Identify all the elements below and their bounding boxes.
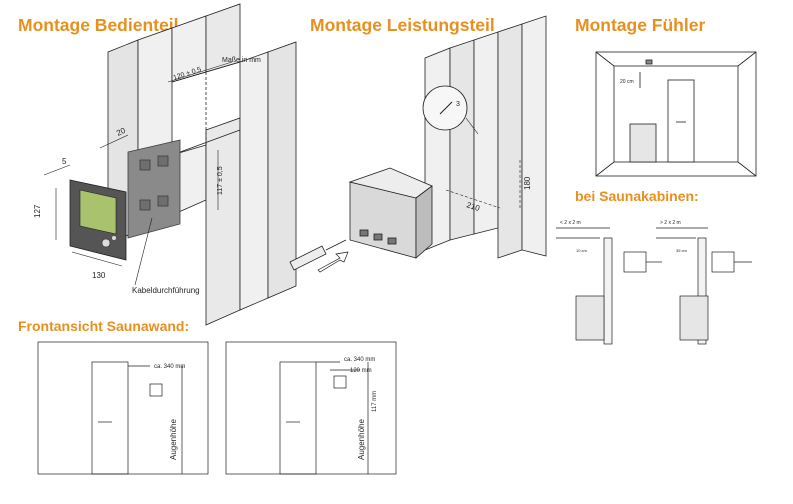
cable-label: Kabeldurchführung (132, 286, 200, 295)
kabine-right-label: > 2 x 2 m (660, 220, 681, 226)
mounting-frame (127, 139, 181, 239)
heading-saunakabinen: bei Saunakabinen: (575, 188, 699, 204)
bedienteil-dimensions (43, 61, 233, 286)
dim-210: 210 (465, 200, 481, 213)
kabine-right-dim: 35 cm (676, 248, 688, 253)
masse-note: Maße in mm (222, 57, 261, 64)
frontansicht-right-augenhoehe: Augenhöhe (357, 419, 366, 460)
dim-3: 3 (456, 101, 460, 108)
heading-montage-bedienteil: Montage Bedienteil (18, 15, 179, 35)
leistung-dimensions (445, 160, 521, 210)
leistungsteil-illustration: 3 210 180 (289, 15, 547, 273)
zoom-callout (422, 85, 479, 135)
frontansicht-left-augenhoehe: Augenhöhe (169, 419, 178, 460)
dim-5: 5 (62, 157, 67, 166)
dim-130: 130 (92, 271, 106, 280)
heading-frontansicht: Frontansicht Saunawand: (18, 318, 190, 334)
heading-montage-leistungsteil: Montage Leistungsteil (310, 15, 495, 35)
bedienteil-illustration: Maße in mm 120 ± 0,5 117 ± 0,5 20 5 127 … (33, 3, 297, 326)
dim-127: 127 (33, 204, 42, 218)
kabine-left-label: < 2 x 2 m (560, 220, 581, 226)
frontansicht-left (37, 341, 209, 475)
control-panel (69, 179, 127, 261)
fuehler-illustration (595, 51, 757, 177)
frontansicht-right (225, 341, 397, 475)
screwdriver-icon (289, 239, 347, 271)
frontansicht-left-ca: ca. 340 mm (154, 364, 185, 370)
leistung-wall-panels (424, 15, 547, 259)
kabine-small-illustration (556, 227, 662, 345)
dim-20: 20 (115, 126, 127, 138)
frontansicht-right-dim-120: 120 mm (350, 368, 372, 374)
heading-montage-fuehler: Montage Fühler (575, 15, 706, 35)
power-unit (348, 167, 433, 259)
dim-117: 117 ± 0,5 (217, 166, 224, 195)
arrow-icon (317, 251, 349, 273)
frontansicht-right-dim-117: 117 mm (372, 391, 378, 412)
kabine-large-illustration (656, 227, 752, 345)
dim-20cm: 20 cm (620, 79, 634, 85)
frontansicht-right-ca: ca. 340 mm (344, 357, 375, 363)
kabine-left-dim: 10 cm (576, 248, 588, 253)
dim-180: 180 (523, 176, 532, 190)
